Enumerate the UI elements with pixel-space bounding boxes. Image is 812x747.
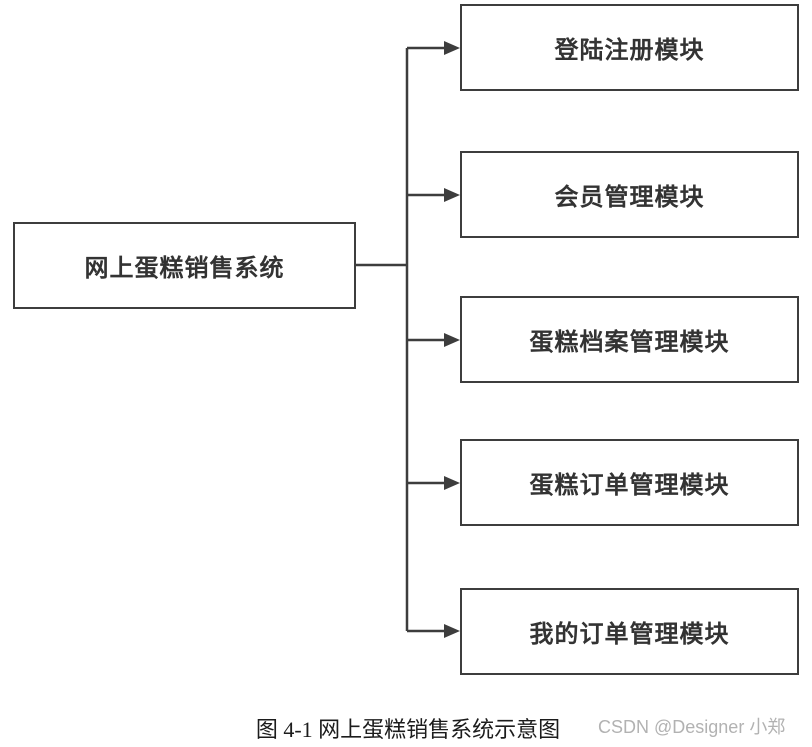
node-module-my-order-management: 我的订单管理模块: [460, 588, 799, 675]
node-root-system: 网上蛋糕销售系统: [13, 222, 356, 309]
node-module-label: 蛋糕订单管理模块: [529, 472, 730, 499]
node-module-cake-archive-management: 蛋糕档案管理模块: [460, 296, 799, 383]
node-module-label: 登陆注册模块: [554, 37, 705, 64]
arrowhead-3: [444, 333, 460, 347]
node-module-member-management: 会员管理模块: [460, 151, 799, 238]
arrowhead-5: [444, 624, 460, 638]
caption-row: 图 4-1 网上蛋糕销售系统示意图 CSDN @Designer 小郑: [0, 710, 812, 742]
node-module-label: 会员管理模块: [554, 184, 705, 211]
node-root-label: 网上蛋糕销售系统: [84, 255, 285, 282]
arrowhead-4: [444, 476, 460, 490]
node-module-login-register: 登陆注册模块: [460, 4, 799, 91]
node-module-label: 我的订单管理模块: [529, 621, 730, 648]
arrowhead-1: [444, 41, 460, 55]
node-module-cake-order-management: 蛋糕订单管理模块: [460, 439, 799, 526]
arrowhead-2: [444, 188, 460, 202]
node-module-label: 蛋糕档案管理模块: [529, 329, 730, 356]
csdn-watermark: CSDN @Designer 小郑: [598, 717, 786, 737]
figure-caption: 图 4-1 网上蛋糕销售系统示意图: [255, 717, 561, 742]
